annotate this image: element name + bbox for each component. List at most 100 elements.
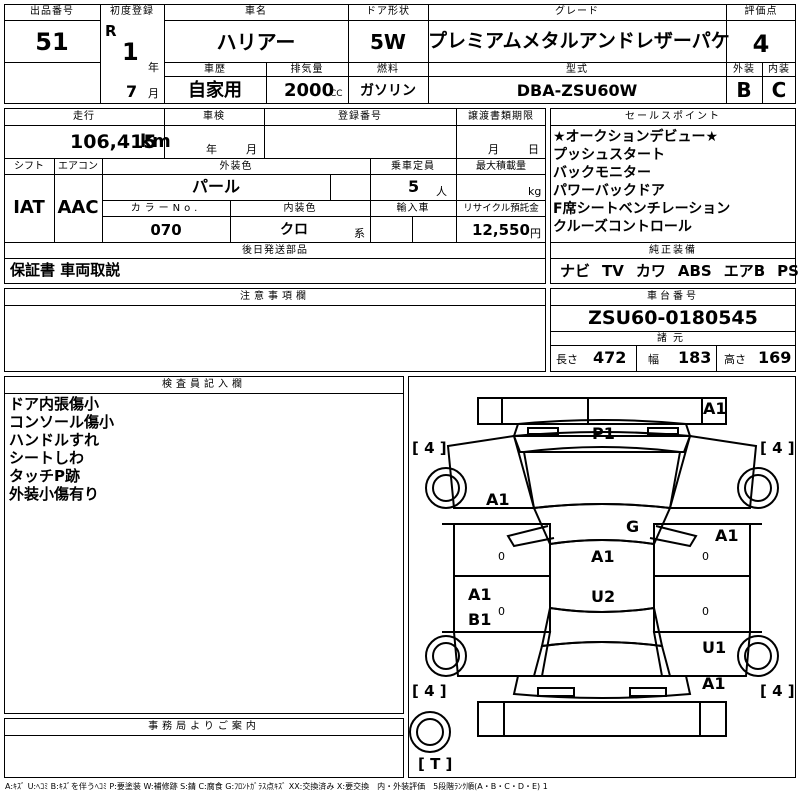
model-label: 型式 <box>566 64 588 75</box>
score-label: 評価点 <box>744 6 778 17</box>
interior-label: 内装色 <box>283 203 317 214</box>
interior-value: クロ <box>280 222 308 238</box>
sales-point-item: クルーズコントロール <box>553 219 692 235</box>
load-label: 最大積載量 <box>476 161 526 172</box>
seats-value: 5 <box>408 177 420 196</box>
regno-label: 登録番号 <box>338 111 382 122</box>
damage-mark: A1 <box>468 585 492 604</box>
width-label: 幅 <box>648 353 659 366</box>
history-value: 自家用 <box>188 80 242 101</box>
damage-mark: A1 <box>591 547 615 566</box>
tire-front-left: [ 4 ] <box>412 439 447 457</box>
int-value: C <box>771 78 787 102</box>
load-unit: kg <box>528 185 542 198</box>
damage-diagram-section <box>408 376 796 778</box>
header-section <box>4 4 796 104</box>
inspector-label: 検査員記入欄 <box>162 379 246 390</box>
height-value: 169 <box>758 348 792 367</box>
width-value: 183 <box>678 348 712 367</box>
sales-point-item: F席シートベンチレーション <box>553 201 731 217</box>
damage-mark: A1 <box>715 526 739 545</box>
equipment-item: カワ <box>635 262 666 280</box>
recycle-label: リサイクル預託金 <box>463 203 539 214</box>
ext-value: B <box>736 78 752 102</box>
equipment-item: ABS <box>677 262 712 280</box>
car-name-value: ハリアー <box>216 30 296 54</box>
notes-label: 注意事項欄 <box>240 291 310 302</box>
reg-year-value: 1 <box>122 38 139 66</box>
office-label: 事務局よりご案内 <box>148 721 260 732</box>
year-unit: 年 <box>148 61 159 74</box>
inspector-section <box>4 376 404 714</box>
zero-mark: 0 <box>702 550 709 563</box>
reg-month-value: 7 <box>126 82 138 101</box>
ext-label: 外装 <box>733 64 755 75</box>
zero-mark: 0 <box>498 550 505 563</box>
cc-value: 2000 <box>284 80 335 101</box>
legend: A:ｷｽﾞ U:ﾍｺﾐ B:ｷｽﾞを伴うﾍｺﾐ P:要塗装 W:補修跡 S:錆 … <box>5 782 548 791</box>
height-label: 高さ <box>724 353 746 366</box>
damage-mark: U2 <box>591 587 616 606</box>
month-unit: 月 <box>148 87 159 100</box>
chassis-label: 車台番号 <box>647 291 699 302</box>
tire-rear-left: [ 4 ] <box>412 682 447 700</box>
sales-point-item: ★オークションデビュー★ <box>553 129 719 145</box>
ac-label: エアコン <box>58 161 98 172</box>
transfer-month-unit: 月 <box>488 143 499 156</box>
lot-value: 51 <box>35 28 69 56</box>
damage-mark: A1 <box>703 399 727 418</box>
door-label: ドア形状 <box>366 6 410 17</box>
equipment-item: PS <box>777 262 799 280</box>
damage-mark: G <box>626 517 640 536</box>
sales-point-label: セールスポイント <box>625 111 721 122</box>
zero-mark: 0 <box>702 605 709 618</box>
transfer-label: 譲渡書類期限 <box>468 111 534 122</box>
transfer-day-unit: 日 <box>528 143 539 156</box>
seats-label: 乗車定員 <box>391 161 435 172</box>
int-label: 内装 <box>768 64 790 75</box>
chassis-value: ZSU60-0180545 <box>588 307 758 329</box>
zero-mark: 0 <box>498 605 505 618</box>
spare-tire: [ T ] <box>418 755 453 773</box>
fuel-value: ガソリン <box>360 83 416 99</box>
seats-unit: 人 <box>436 185 447 198</box>
equipment-label: 純正装備 <box>649 245 697 256</box>
inspection-label: 車検 <box>203 111 225 122</box>
details-section <box>4 108 546 284</box>
equipment-item: ナビ <box>560 262 591 280</box>
inspector-note-line: シートしわ <box>9 449 85 467</box>
inspector-note-line: ドア内張傷小 <box>9 395 100 413</box>
color-label: 外装色 <box>219 161 253 172</box>
cc-unit: CC <box>330 89 343 99</box>
chassis-section <box>550 288 796 372</box>
grade-value: プレミアムメタルアンドレザーパケ <box>428 30 730 52</box>
later-parts-value: 保証書 車両取説 <box>10 261 121 279</box>
color-value: パール <box>191 177 240 196</box>
shift-label: シフト <box>14 161 44 172</box>
damage-mark: U1 <box>702 638 727 657</box>
door-value: 5W <box>370 30 406 54</box>
tire-rear-right: [ 4 ] <box>760 682 795 700</box>
import-label: 輸入車 <box>396 203 430 214</box>
fuel-label: 燃料 <box>377 64 399 75</box>
inspector-note-line: 外装小傷有り <box>9 485 100 503</box>
era-value: R <box>105 22 117 40</box>
length-value: 472 <box>593 348 627 367</box>
equipment-item: エアB <box>723 262 766 280</box>
cc-label: 排気量 <box>290 64 324 75</box>
mileage-label: 走行 <box>73 111 95 122</box>
insp-year-unit: 年 <box>206 143 217 156</box>
recycle-value: 12,550 <box>472 221 530 239</box>
specs-label: 諸元 <box>657 333 689 344</box>
insp-month-unit: 月 <box>246 143 257 156</box>
office-section <box>4 718 404 778</box>
name-label: 車名 <box>245 6 267 17</box>
inspector-notes: ドア内張傷小コンソール傷小ハンドルすれシートしわタッチP跡外装小傷有り <box>9 395 114 503</box>
damage-mark: P1 <box>592 424 615 443</box>
car-diagram <box>409 397 779 753</box>
inspector-note-line: タッチP跡 <box>9 467 80 485</box>
damage-mark: A1 <box>702 674 726 693</box>
length-label: 長さ <box>556 353 578 366</box>
mileage-value: 106,415 <box>70 131 157 153</box>
